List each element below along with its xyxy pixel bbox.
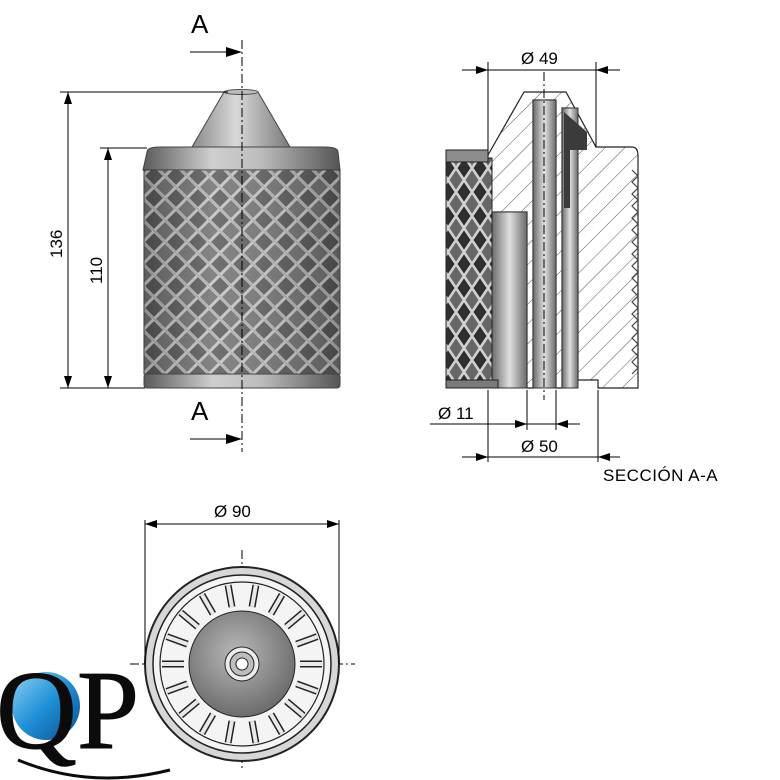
dim-body-diameter: Ø 50	[521, 437, 558, 456]
logo-text: QP	[0, 649, 139, 773]
bottom-rib-highlight	[269, 593, 284, 615]
bottom-rib-highlight	[179, 611, 199, 629]
bottom-rib-highlight	[295, 634, 318, 647]
dim-outer-diameter: Ø 90	[214, 502, 251, 521]
bottom-rib-highlight	[179, 699, 199, 717]
cut-label-bottom: A	[191, 396, 209, 426]
bottom-rib-highlight	[250, 720, 258, 744]
bottom-rib-highlight	[166, 634, 189, 647]
logo: QP	[0, 649, 171, 780]
section-hatched-body	[487, 91, 639, 389]
front-view: A A 136 110	[47, 9, 341, 452]
cut-label-top: A	[191, 9, 209, 39]
bottom-rib-highlight	[200, 593, 215, 615]
bottom-rib-highlight	[166, 681, 189, 694]
dim-top-diameter: Ø 49	[521, 49, 558, 68]
section-right-edge	[631, 169, 639, 375]
front-cone	[191, 91, 291, 148]
section-view: Ø 49 Ø 11 Ø 50 SECCIÓN A-A	[430, 49, 718, 485]
bottom-view: Ø 90	[130, 502, 355, 770]
bottom-rib-highlight	[200, 713, 215, 735]
bottom-rib-highlight	[269, 713, 284, 735]
section-lattice-wall	[445, 157, 493, 389]
front-top-collar	[142, 146, 341, 171]
section-title: SECCIÓN A-A	[603, 466, 718, 485]
dim-hole-diameter: Ø 11	[438, 404, 474, 423]
bottom-rib-highlight	[226, 720, 234, 744]
dim-body-height: 110	[87, 257, 106, 284]
bottom-rib-highlight	[250, 584, 258, 608]
bottom-rib-highlight	[226, 584, 234, 608]
dim-total-height: 136	[47, 230, 66, 258]
bottom-rib-highlight	[285, 611, 305, 629]
bottom-ribs	[162, 584, 322, 744]
bottom-rib-highlight	[285, 699, 305, 717]
section-cavity-left	[491, 211, 528, 389]
bottom-rib-highlight	[295, 681, 318, 694]
bottom-center-hole	[235, 657, 249, 671]
